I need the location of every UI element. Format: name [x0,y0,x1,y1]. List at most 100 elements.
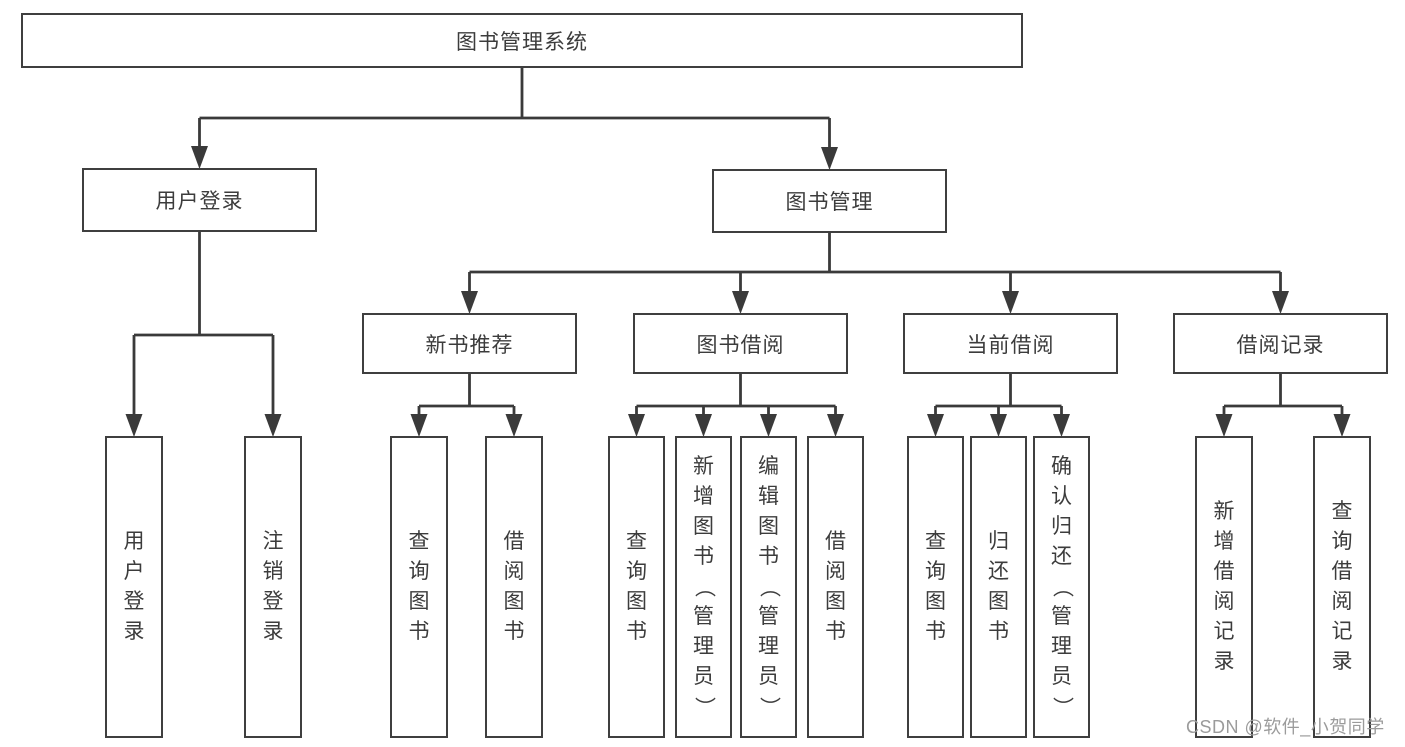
node-label-char: 辑 [758,485,779,508]
node-label-char: 询 [925,560,946,583]
node-label: 图书管理系统 [456,30,588,54]
node-label-char: 编 [758,455,779,478]
node-label-char: 员 [1051,665,1072,688]
node-leaf-query-books-borrow: 查询图书 [608,436,665,738]
node-label-char: 用 [123,530,145,553]
node-label-char: 图 [825,590,846,613]
node-leaf-return-books: 归还图书 [970,436,1027,738]
node-label-char: 归 [988,530,1009,553]
node-label-char: ） [1050,696,1074,718]
node-label-char: 图 [408,590,430,613]
node-leaf-user-login: 用户登录 [105,436,163,738]
node-label-char: 阅 [825,560,846,583]
node-label-char: 书 [988,620,1009,643]
node-label-char: （ [757,576,781,598]
node-leaf-add-borrow-record: 新增借阅记录 [1195,436,1253,738]
node-label-char: 查 [626,530,647,553]
node-label-char: 借 [1331,560,1353,583]
node-leaf-logout: 注销登录 [244,436,302,738]
node-book-borrowing: 图书借阅 [633,313,848,374]
node-label-char: 图 [988,590,1009,613]
node-leaf-query-books-recommend: 查询图书 [390,436,448,738]
node-label-char: 图 [626,590,647,613]
node-label-char: （ [692,576,716,598]
node-label-char: 查 [1331,500,1353,523]
node-label-char: 书 [825,620,846,643]
node-label-char: 新 [1213,500,1235,523]
node-current-borrowing: 当前借阅 [903,313,1118,374]
node-label-char: 销 [262,560,284,583]
node-new-book-recommendation: 新书推荐 [362,313,577,374]
node-label: 用户登录 [155,190,244,213]
node-label-char: 员 [758,665,779,688]
node-label-char: 借 [503,530,525,553]
node-label: 新书推荐 [425,333,514,357]
node-label-char: 注 [262,530,284,553]
node-label-char: 图 [693,515,714,538]
node-label-char: 管 [693,605,714,628]
node-label-char: ） [757,696,781,718]
node-label-char: 理 [693,635,714,658]
node-leaf-borrow-books: 借阅图书 [807,436,864,738]
node-label-char: 阅 [1213,590,1235,613]
node-leaf-edit-books-admin: 编辑图书 （ 管理员 ） [740,436,797,738]
node-leaf-confirm-return-admin: 确认归还 （ 管理员 ） [1033,436,1090,738]
node-label-char: 书 [626,620,647,643]
node-label-char: 录 [1213,650,1235,673]
node-label-char: ） [692,696,716,718]
node-borrowing-records: 借阅记录 [1173,313,1388,374]
node-leaf-borrow-books-recommend: 借阅图书 [485,436,543,738]
node-leaf-query-borrow-record: 查询借阅记录 [1313,436,1371,738]
node-label-char: 询 [408,560,430,583]
node-label-char: 增 [1213,530,1235,553]
node-label-char: 确 [1051,455,1072,478]
node-label-char: 登 [123,590,145,613]
node-label: 图书借阅 [696,333,785,357]
node-label-char: 查 [925,530,946,553]
node-label-char: 员 [693,665,714,688]
node-label-char: 录 [1331,650,1353,673]
node-label-char: 图 [758,515,779,538]
node-label-char: 图 [925,590,946,613]
node-label-char: 登 [262,590,284,613]
node-label-char: 录 [123,620,145,643]
node-label: 图书管理 [785,191,874,214]
node-label-char: 书 [503,620,525,643]
node-label-char: 书 [693,545,714,568]
node-label-char: 还 [988,560,1009,583]
node-leaf-query-books-current: 查询图书 [907,436,964,738]
node-leaf-add-books-admin: 新增图书 （ 管理员 ） [675,436,732,738]
node-label-char: 理 [1051,635,1072,658]
node-label-char: 借 [1213,560,1235,583]
node-root: 图书管理系统 [21,13,1023,68]
node-label-char: 归 [1051,515,1072,538]
node-label-char: 增 [693,485,714,508]
node-label-char: 理 [758,635,779,658]
node-label-char: 书 [925,620,946,643]
node-user-login: 用户登录 [82,168,317,232]
node-label-char: 新 [693,455,714,478]
node-label-char: 认 [1051,485,1072,508]
node-label: 当前借阅 [966,333,1055,357]
node-label-char: 图 [503,590,525,613]
node-label-char: （ [1050,576,1074,598]
node-label-char: 询 [626,560,647,583]
node-label: 借阅记录 [1236,333,1325,357]
node-label-char: 户 [123,560,145,583]
node-label-char: 阅 [1331,590,1353,613]
node-label-char: 还 [1051,545,1072,568]
node-label-char: 录 [262,620,284,643]
node-label-char: 书 [758,545,779,568]
node-label-char: 记 [1213,620,1235,643]
node-label-char: 书 [408,620,430,643]
node-label-char: 记 [1331,620,1353,643]
watermark: CSDN @软件_小贺同学 [1186,717,1385,737]
node-label-char: 查 [408,530,430,553]
node-label-char: 管 [758,605,779,628]
node-label-char: 借 [825,530,846,553]
node-label-char: 管 [1051,605,1072,628]
node-label-char: 阅 [503,560,525,583]
node-book-management: 图书管理 [712,169,947,233]
